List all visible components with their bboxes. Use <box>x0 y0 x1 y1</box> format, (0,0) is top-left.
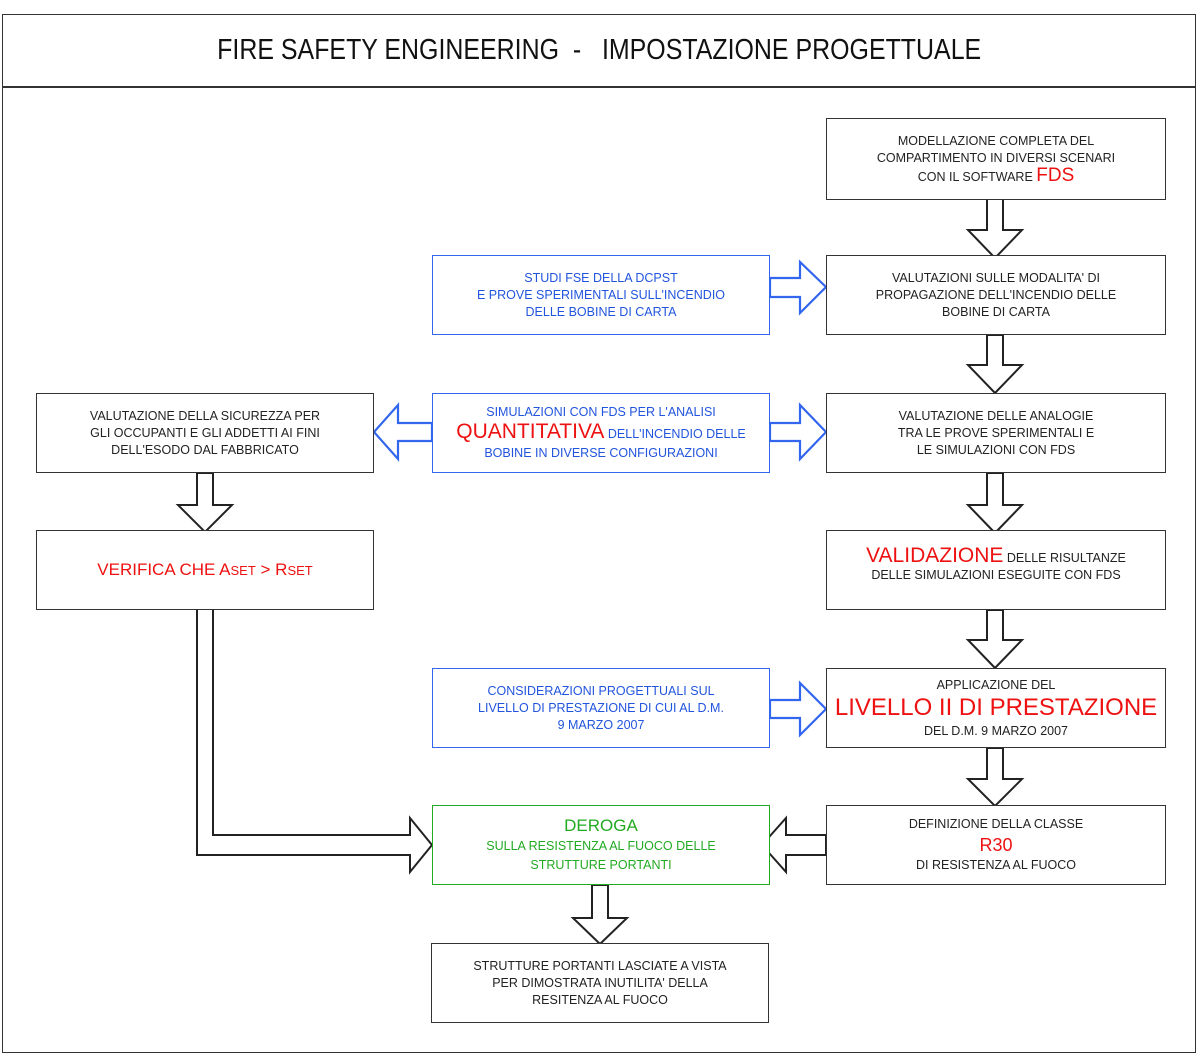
box-line: CONSIDERAZIONI PROGETTUALI SUL <box>487 683 715 698</box>
rset-sub: SET <box>287 563 313 578</box>
highlight-validazione: VALIDAZIONE <box>866 544 1004 567</box>
aset-a: A <box>219 560 231 579</box>
arrow-right-icon <box>768 259 828 316</box>
box-line: CON IL SOFTWARE FDS <box>917 164 1075 186</box>
box-line: VALIDAZIONE DELLE RISULTANZE <box>866 544 1126 567</box>
box-valutazioni-propagazione: VALUTAZIONI SULLE MODALITA' DI PROPAGAZI… <box>826 255 1166 335</box>
box-line: PROPAGAZIONE DELL'INCENDIO DELLE <box>875 287 1117 302</box>
box-considerazioni: CONSIDERAZIONI PROGETTUALI SUL LIVELLO D… <box>432 668 770 748</box>
title-bar: FIRE SAFETY ENGINEERING - IMPOSTAZIONE P… <box>2 14 1196 88</box>
box-studi-fse: STUDI FSE DELLA DCPST E PROVE SPERIMENTA… <box>432 255 770 335</box>
arrow-down-icon <box>965 472 1025 535</box>
rset-r: R <box>275 560 288 579</box>
box-line-text: DELLE RISULTANZE <box>1003 551 1126 565</box>
box-line: DEL D.M. 9 MARZO 2007 <box>923 724 1069 738</box>
box-line: MODELLAZIONE COMPLETA DEL <box>897 133 1095 148</box>
box-line-text: CON IL SOFTWARE <box>917 169 1037 184</box>
box-modellazione-fds: MODELLAZIONE COMPLETA DEL COMPARTIMENTO … <box>826 118 1166 200</box>
box-line: APPLICAZIONE DEL <box>936 678 1056 692</box>
arrow-down-icon <box>965 747 1025 808</box>
box-verifica-aset-rset: VERIFICA CHE ASET > RSET <box>36 530 374 610</box>
box-line: SULLA RESISTENZA AL FUOCO DELLE <box>486 839 716 853</box>
box-line: DI RESISTENZA AL FUOCO <box>916 858 1076 872</box>
arrow-down-icon <box>965 334 1025 395</box>
box-line: DEFINIZIONE DELLA CLASSE <box>908 817 1084 831</box>
box-line: VALUTAZIONI SULLE MODALITA' DI <box>892 270 1100 285</box>
diagram-title: FIRE SAFETY ENGINEERING - IMPOSTAZIONE P… <box>216 33 982 66</box>
box-simulazioni-fds: SIMULAZIONI CON FDS PER L'ANALISI QUANTI… <box>432 393 770 473</box>
verifica-formula: VERIFICA CHE ASET > RSET <box>97 561 312 579</box>
box-line: E PROVE SPERIMENTALI SULL'INCENDIO <box>476 287 726 302</box>
box-line: DELL'ESODO DAL FABBRICATO <box>111 442 299 457</box>
highlight-fds: FDS <box>1036 164 1075 186</box>
box-line: DELLE SIMULAZIONI ESEGUITE CON FDS <box>871 568 1121 582</box>
box-line: BOBINE DI CARTA <box>942 304 1050 319</box>
box-valutazione-analogie: VALUTAZIONE DELLE ANALOGIE TRA LE PROVE … <box>826 393 1166 473</box>
box-definizione-classe: DEFINIZIONE DELLA CLASSE R30 DI RESISTEN… <box>826 805 1166 885</box>
box-line: 9 MARZO 2007 <box>557 717 645 732</box>
box-line: STUDI FSE DELLA DCPST <box>524 270 678 285</box>
greater-than-operator: > <box>255 560 276 579</box>
box-line: VALUTAZIONE DELLA SICUREZZA PER <box>89 408 321 423</box>
aset-sub: SET <box>230 563 256 578</box>
box-line: STRUTTURE PORTANTI LASCIATE A VISTA <box>473 958 727 973</box>
box-valutazione-sicurezza: VALUTAZIONE DELLA SICUREZZA PER GLI OCCU… <box>36 393 374 473</box>
box-line-text: DELL'INCENDIO DELLE <box>604 427 746 441</box>
box-applicazione-livello: APPLICAZIONE DEL LIVELLO II DI PRESTAZIO… <box>826 668 1166 748</box>
arrow-left-icon <box>372 402 434 462</box>
arrow-elbow-icon <box>196 608 434 875</box>
arrow-right-icon <box>768 402 828 462</box>
arrow-down-icon <box>965 609 1025 670</box>
box-line: TRA LE PROVE SPERIMENTALI E <box>897 425 1095 440</box>
box-line: STRUTTURE PORTANTI <box>530 858 672 872</box>
arrow-down-icon <box>175 472 235 534</box>
box-line: BOBINE IN DIVERSE CONFIGURAZIONI <box>484 446 718 460</box>
box-deroga: DEROGA SULLA RESISTENZA AL FUOCO DELLE S… <box>432 805 770 885</box>
arrow-left-icon <box>760 815 827 875</box>
verifica-prefix: VERIFICA CHE <box>97 560 220 579</box>
box-line: RESITENZA AL FUOCO <box>532 992 668 1007</box>
box-validazione: VALIDAZIONE DELLE RISULTANZE DELLE SIMUL… <box>826 530 1166 610</box>
deroga-title: DEROGA <box>564 816 638 835</box>
box-strutture-vista: STRUTTURE PORTANTI LASCIATE A VISTA PER … <box>431 943 769 1023</box>
box-line: DELLE BOBINE DI CARTA <box>525 304 677 319</box>
arrow-down-icon <box>570 884 630 946</box>
highlight-livello-prestazione: LIVELLO II DI PRESTAZIONE <box>834 694 1158 721</box>
box-line: VALUTAZIONE DELLE ANALOGIE <box>898 408 1094 423</box>
box-line: LE SIMULAZIONI CON FDS <box>916 442 1076 457</box>
highlight-r30: R30 <box>979 835 1013 855</box>
diagram-frame <box>2 14 1196 1053</box>
arrow-right-icon <box>768 680 828 738</box>
box-line: QUANTITATIVA DELL'INCENDIO DELLE <box>456 420 746 444</box>
box-line: SIMULAZIONI CON FDS PER L'ANALISI <box>486 405 716 419</box>
highlight-quantitativa: QUANTITATIVA <box>456 420 605 443</box>
box-line: PER DIMOSTRATA INUTILITA' DELLA <box>492 975 708 990</box>
arrow-down-icon <box>965 198 1025 260</box>
box-line: GLI OCCUPANTI E GLI ADDETTI AI FINI <box>90 425 320 440</box>
box-line: COMPARTIMENTO IN DIVERSI SCENARI <box>876 150 1116 165</box>
box-line: LIVELLO DI PRESTAZIONE DI CUI AL D.M. <box>478 700 724 715</box>
